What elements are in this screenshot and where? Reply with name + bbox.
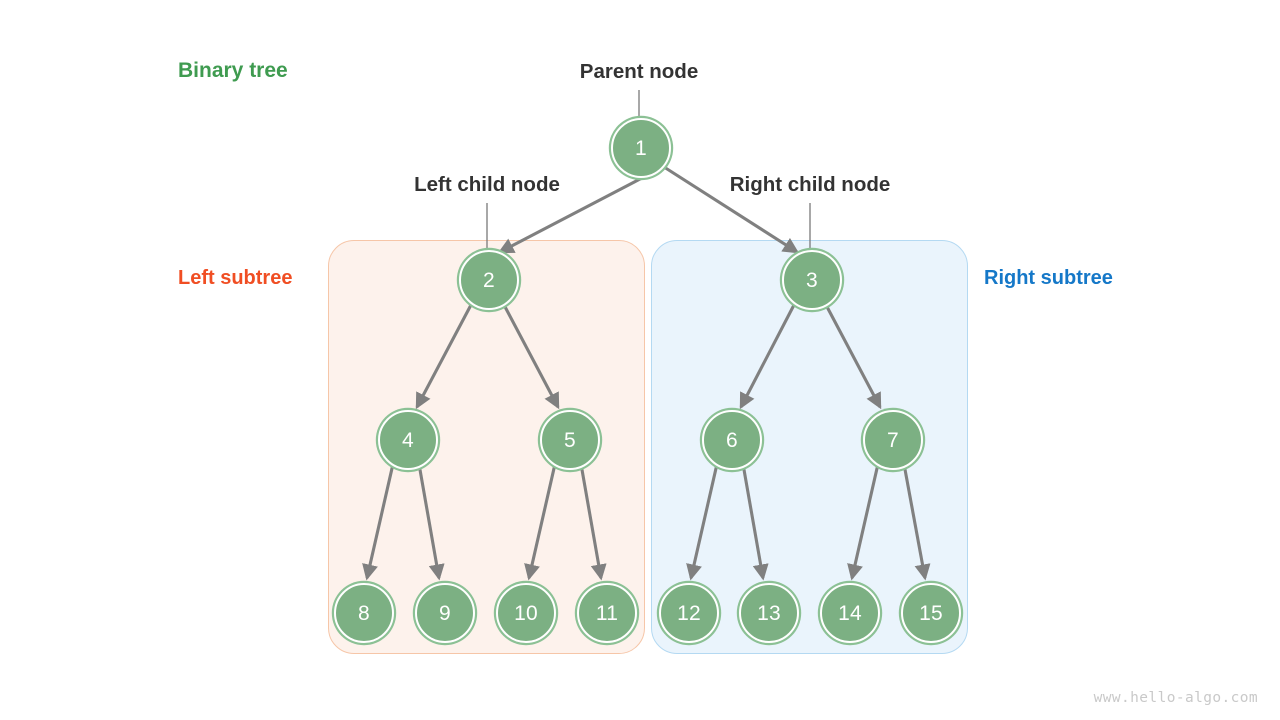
left-child-node-annotation: Left child node	[414, 173, 560, 196]
site-watermark: www.hello-algo.com	[1093, 690, 1258, 706]
tree-node-3[interactable]: 3	[782, 250, 842, 310]
tree-node-5-value: 5	[564, 428, 576, 452]
edge-2-5	[501, 302, 560, 410]
tree-node-15[interactable]: 15	[901, 583, 961, 643]
tree-node-9-value: 9	[439, 601, 451, 625]
tree-node-14-value: 14	[838, 601, 862, 625]
tree-node-1-value: 1	[635, 136, 647, 160]
edge-6-12	[686, 463, 719, 581]
tree-node-10[interactable]: 10	[496, 583, 556, 643]
tree-node-15-value: 15	[919, 601, 943, 625]
tree-node-7-value: 7	[887, 428, 899, 452]
edge-7-14	[847, 463, 880, 581]
tree-node-11[interactable]: 11	[577, 583, 637, 643]
tree-node-8[interactable]: 8	[334, 583, 394, 643]
tree-node-4[interactable]: 4	[378, 410, 438, 470]
tree-node-6[interactable]: 6	[702, 410, 762, 470]
edge-1-2	[497, 165, 664, 254]
edge-2-4	[415, 302, 474, 410]
tree-node-8-value: 8	[358, 601, 370, 625]
tree-node-2-value: 2	[483, 268, 495, 292]
edge-3-6	[739, 302, 797, 410]
parent-node-annotation: Parent node	[579, 60, 699, 83]
tree-node-3-value: 3	[806, 268, 818, 292]
tree-node-7[interactable]: 7	[863, 410, 923, 470]
right-subtree-label: Right subtree	[984, 267, 1113, 289]
edge-6-13	[741, 463, 769, 581]
edge-4-8	[362, 463, 395, 581]
edge-5-11	[579, 463, 607, 581]
right-child-node-annotation: Right child node	[729, 173, 891, 196]
tree-edges	[362, 165, 931, 581]
tree-node-11-value: 11	[595, 601, 619, 625]
left-subtree-label: Left subtree	[178, 267, 293, 289]
edge-3-7	[823, 302, 882, 410]
tree-node-13[interactable]: 13	[739, 583, 799, 643]
tree-node-4-value: 4	[402, 428, 414, 452]
tree-node-5[interactable]: 5	[540, 410, 600, 470]
tree-node-9[interactable]: 9	[415, 583, 475, 643]
tree-node-13-value: 13	[757, 601, 781, 625]
edge-7-15	[902, 463, 931, 581]
tree-node-2[interactable]: 2	[459, 250, 519, 310]
tree-node-1[interactable]: 1	[611, 118, 671, 178]
annotation-leader-lines	[486, 90, 811, 248]
edge-5-10	[524, 463, 557, 581]
tree-node-10-value: 10	[514, 601, 538, 625]
tree-node-12[interactable]: 12	[659, 583, 719, 643]
tree-node-14[interactable]: 14	[820, 583, 880, 643]
diagram-title: Binary tree	[178, 59, 288, 82]
tree-node-12-value: 12	[677, 601, 701, 625]
tree-node-6-value: 6	[726, 428, 738, 452]
edge-1-3	[663, 165, 800, 254]
edge-4-9	[417, 463, 445, 581]
